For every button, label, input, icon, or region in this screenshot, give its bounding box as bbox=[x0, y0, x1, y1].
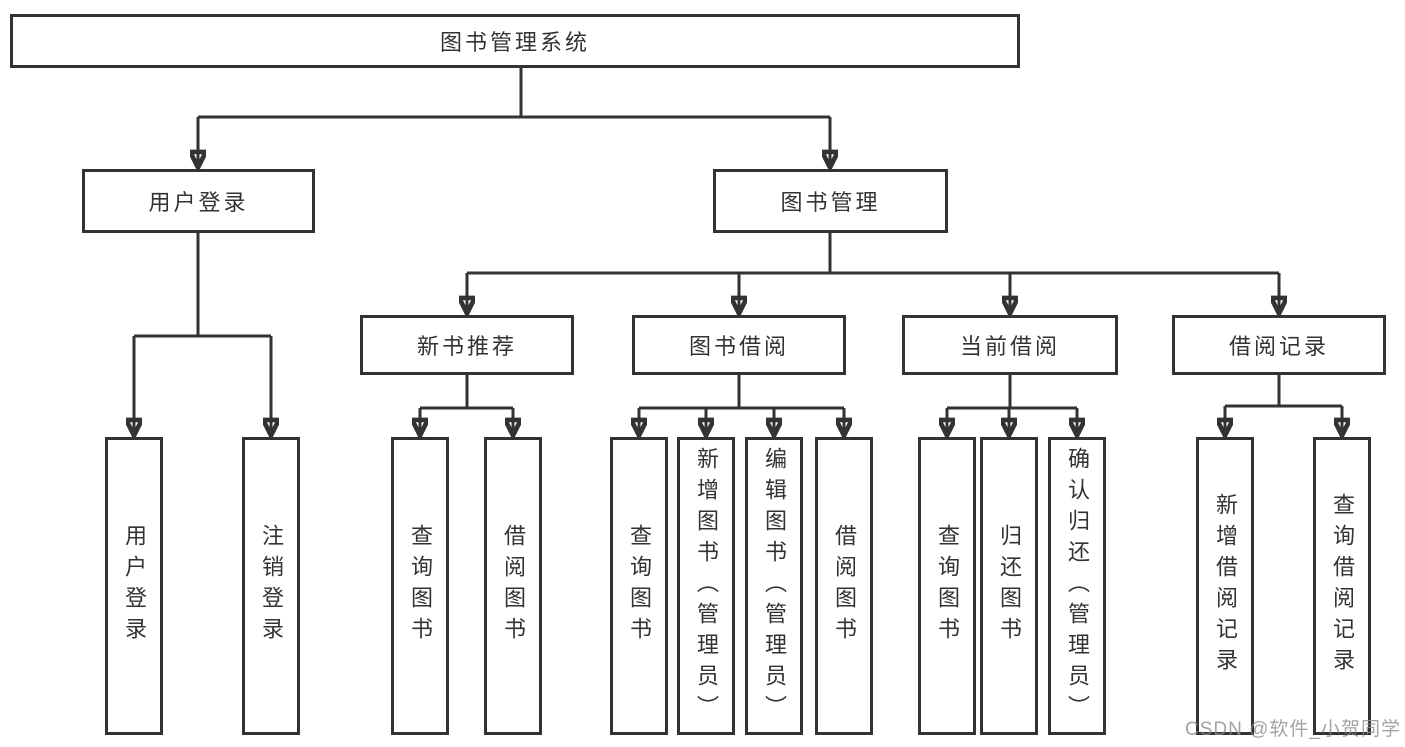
node-book-management-label: 图书管理 bbox=[780, 190, 881, 215]
leaf-confirm-return-admin: 确认归还（管理员） bbox=[1048, 437, 1106, 735]
leaf-add-books-admin-label: 新增图书（管理员） bbox=[694, 446, 719, 726]
leaf-add-books-admin: 新增图书（管理员） bbox=[677, 437, 735, 735]
leaf-logout-login-label: 注销登录 bbox=[259, 524, 284, 648]
leaf-add-borrow-record-label: 新增借阅记录 bbox=[1213, 493, 1238, 679]
connector-current-borrow-children bbox=[947, 375, 1077, 434]
node-root: 图书管理系统 bbox=[10, 14, 1020, 68]
leaf-query-books-2-label: 查询图书 bbox=[627, 524, 652, 648]
leaf-confirm-return-admin-label: 确认归还（管理员） bbox=[1065, 446, 1090, 726]
leaf-return-books-label: 归还图书 bbox=[997, 524, 1022, 648]
leaf-query-borrow-record: 查询借阅记录 bbox=[1313, 437, 1371, 735]
node-root-label: 图书管理系统 bbox=[439, 30, 590, 55]
connector-borrow-records-children bbox=[1225, 375, 1342, 434]
node-book-management: 图书管理 bbox=[713, 169, 948, 233]
leaf-query-books-3-label: 查询图书 bbox=[935, 524, 960, 648]
node-borrow-records-label: 借阅记录 bbox=[1228, 334, 1329, 359]
leaf-query-books-3: 查询图书 bbox=[918, 437, 976, 735]
leaf-user-login: 用户登录 bbox=[105, 437, 163, 735]
connector-root-to-level2 bbox=[198, 68, 830, 166]
leaf-query-borrow-record-label: 查询借阅记录 bbox=[1330, 493, 1355, 679]
leaf-borrow-books-1-label: 借阅图书 bbox=[501, 524, 526, 648]
leaf-user-login-label: 用户登录 bbox=[122, 524, 147, 648]
csdn-watermark: CSDN @软件_小贺同学 bbox=[1185, 719, 1401, 740]
connector-book-borrow-children bbox=[639, 375, 844, 434]
connector-user-login-children bbox=[134, 233, 271, 434]
leaf-edit-books-admin-label: 编辑图书（管理员） bbox=[762, 446, 787, 726]
node-user-login: 用户登录 bbox=[82, 169, 315, 233]
node-new-book-recommend-label: 新书推荐 bbox=[416, 334, 517, 359]
connector-book-mgmt-children bbox=[467, 233, 1279, 312]
leaf-query-books-1: 查询图书 bbox=[391, 437, 449, 735]
leaf-borrow-books-2: 借阅图书 bbox=[815, 437, 873, 735]
leaf-logout-login: 注销登录 bbox=[242, 437, 300, 735]
leaf-edit-books-admin: 编辑图书（管理员） bbox=[745, 437, 803, 735]
node-current-borrow-label: 当前借阅 bbox=[959, 334, 1060, 359]
node-book-borrow-label: 图书借阅 bbox=[688, 334, 789, 359]
leaf-query-books-2: 查询图书 bbox=[610, 437, 668, 735]
leaf-return-books: 归还图书 bbox=[980, 437, 1038, 735]
leaf-borrow-books-1: 借阅图书 bbox=[484, 437, 542, 735]
node-borrow-records: 借阅记录 bbox=[1172, 315, 1386, 375]
node-new-book-recommend: 新书推荐 bbox=[360, 315, 574, 375]
leaf-add-borrow-record: 新增借阅记录 bbox=[1196, 437, 1254, 735]
connector-new-book-rec-children bbox=[420, 375, 513, 434]
node-current-borrow: 当前借阅 bbox=[902, 315, 1118, 375]
leaf-query-books-1-label: 查询图书 bbox=[408, 524, 433, 648]
node-user-login-label: 用户登录 bbox=[148, 190, 249, 215]
leaf-borrow-books-2-label: 借阅图书 bbox=[832, 524, 857, 648]
node-book-borrow: 图书借阅 bbox=[632, 315, 846, 375]
